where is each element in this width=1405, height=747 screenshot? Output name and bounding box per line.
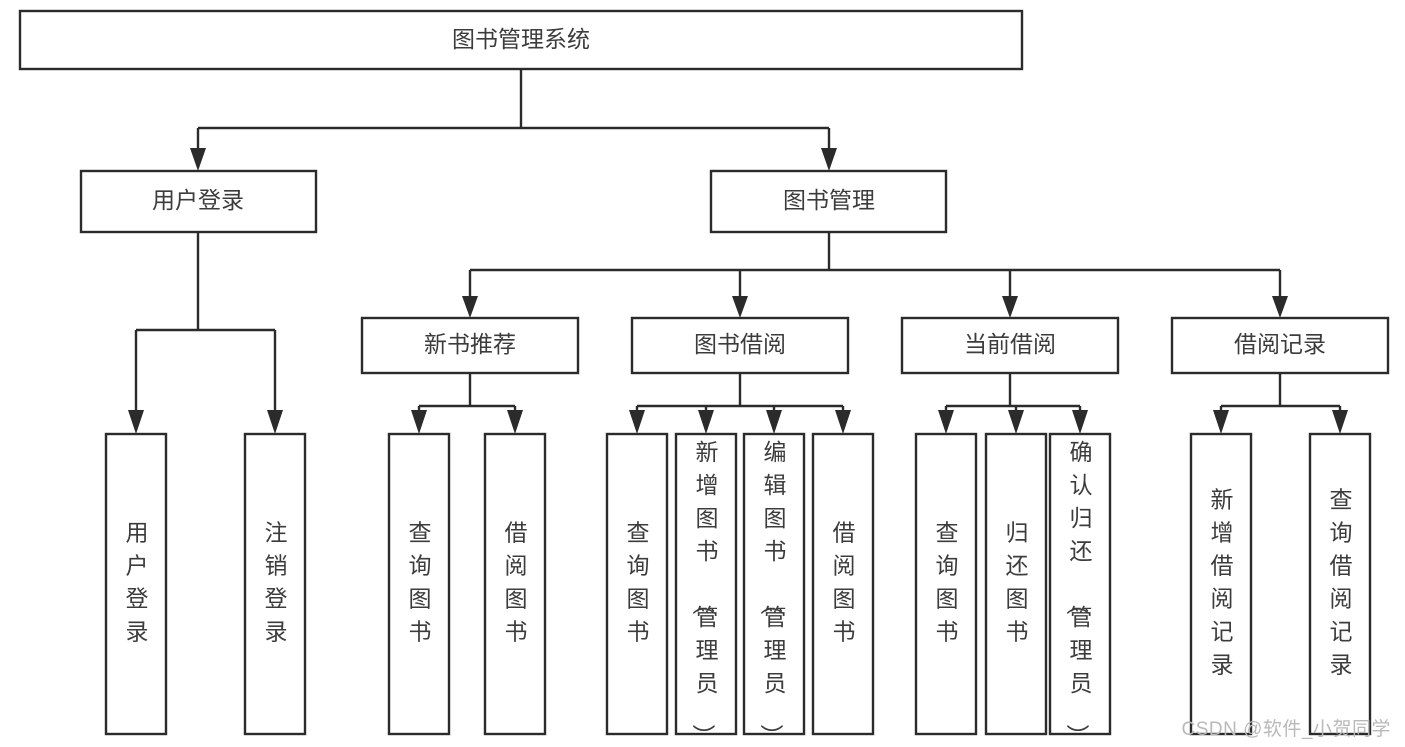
arrow-to-leaf-return-book	[1008, 410, 1024, 434]
node-book-borrow-label: 图书借阅	[694, 331, 786, 357]
leaf-return-book-box[interactable]	[984, 432, 1048, 736]
node-new-book-recommend-label: 新书推荐	[424, 331, 516, 357]
leaf-query-book-1-label: 查询图书	[409, 520, 432, 645]
node-new-book-recommend-box[interactable]	[360, 316, 580, 375]
leaf-query-book-3-label: 查询图书	[936, 520, 959, 645]
arrow-to-leaf-query-book-2	[629, 410, 645, 434]
arrow-to-leaf-user-login	[128, 410, 144, 434]
arrow-to-book-borrow	[732, 296, 748, 318]
leaf-query-record-label: 查询借阅记录	[1330, 487, 1353, 678]
node-current-borrow-box[interactable]	[900, 316, 1120, 375]
arrow-to-leaf-query-book-3	[938, 410, 954, 434]
leaf-edit-book-box[interactable]	[742, 432, 806, 736]
leaf-confirm-return-box[interactable]	[1048, 432, 1112, 736]
node-user-login[interactable]: 用户登录	[79, 169, 318, 234]
leaf-user-login-box[interactable]	[104, 432, 168, 736]
leaf-logout-label: 注销登录	[265, 520, 288, 645]
node-current-borrow-label: 当前借阅	[964, 331, 1056, 357]
arrow-to-borrow-record	[1272, 296, 1288, 318]
node-root-box[interactable]	[18, 9, 1024, 71]
leaf-borrow-book-1-box[interactable]	[483, 432, 547, 736]
arrow-to-leaf-confirm-return	[1072, 410, 1088, 434]
leaf-return-book-label: 归还图书	[1006, 520, 1029, 645]
arrow-to-leaf-query-record	[1332, 410, 1348, 434]
csdn-watermark: CSDN @软件_小贺同学	[1181, 719, 1391, 740]
arrow-to-leaf-edit-book	[766, 410, 782, 434]
leaf-labels-layer: 用户登录 注销登录 查询图书 借阅图书 查询图书 新增图书（管理员） 编辑图书（…	[126, 439, 1353, 747]
arrow-to-leaf-borrow-book-2	[835, 410, 851, 434]
arrow-to-leaf-add-book	[698, 410, 714, 434]
leaf-logout-box[interactable]	[243, 432, 307, 736]
arrow-to-new-book-recommend	[462, 296, 478, 318]
node-user-login-label: 用户登录	[152, 187, 244, 213]
node-book-management-box[interactable]	[709, 169, 948, 234]
arrow-to-current-borrow	[1002, 296, 1018, 318]
node-root-label: 图书管理系统	[452, 26, 590, 52]
leaf-user-login-label: 用户登录	[126, 520, 149, 645]
arrow-to-leaf-borrow-book-1	[507, 410, 523, 434]
leaf-add-record-label: 新增借阅记录	[1211, 487, 1234, 678]
leaf-borrow-book-2-label: 借阅图书	[833, 520, 856, 645]
connector-layer	[128, 69, 1348, 434]
leaf-confirm-return-label: 确认归还（管理员）	[1065, 439, 1093, 747]
node-new-book-recommend[interactable]: 新书推荐	[360, 316, 580, 375]
node-borrow-record[interactable]: 借阅记录	[1170, 316, 1390, 375]
arrow-to-book-management	[821, 148, 837, 171]
leaf-query-book-1-box[interactable]	[387, 432, 451, 736]
leaf-borrow-book-1-label: 借阅图书	[505, 520, 528, 645]
leaf-add-record-box[interactable]	[1189, 432, 1253, 736]
arrow-to-leaf-query-book-1	[411, 410, 427, 434]
node-book-management[interactable]: 图书管理	[709, 169, 948, 234]
node-book-borrow[interactable]: 图书借阅	[630, 316, 850, 375]
node-book-management-label: 图书管理	[783, 187, 875, 213]
leaf-query-book-3-box[interactable]	[914, 432, 978, 736]
arrow-to-user-login	[190, 148, 206, 171]
leaf-borrow-book-2-box[interactable]	[811, 432, 875, 736]
arrow-to-leaf-logout	[267, 410, 283, 434]
node-book-borrow-box[interactable]	[630, 316, 850, 375]
node-current-borrow[interactable]: 当前借阅	[900, 316, 1120, 375]
leaf-query-record-box[interactable]	[1308, 432, 1372, 736]
leaf-edit-book-label: 编辑图书（管理员）	[759, 439, 787, 747]
leaf-query-book-2-box[interactable]	[605, 432, 669, 736]
arrow-to-leaf-add-record	[1213, 410, 1229, 434]
node-user-login-box[interactable]	[79, 169, 318, 234]
leaf-query-book-2-label: 查询图书	[627, 520, 650, 645]
node-borrow-record-box[interactable]	[1170, 316, 1390, 375]
leaf-add-book-box[interactable]	[674, 432, 738, 736]
node-borrow-record-label: 借阅记录	[1234, 331, 1326, 357]
leaf-add-book-label: 新增图书（管理员）	[691, 439, 719, 747]
node-root[interactable]: 图书管理系统	[18, 9, 1024, 71]
leaf-nodes-layer	[104, 432, 1372, 736]
